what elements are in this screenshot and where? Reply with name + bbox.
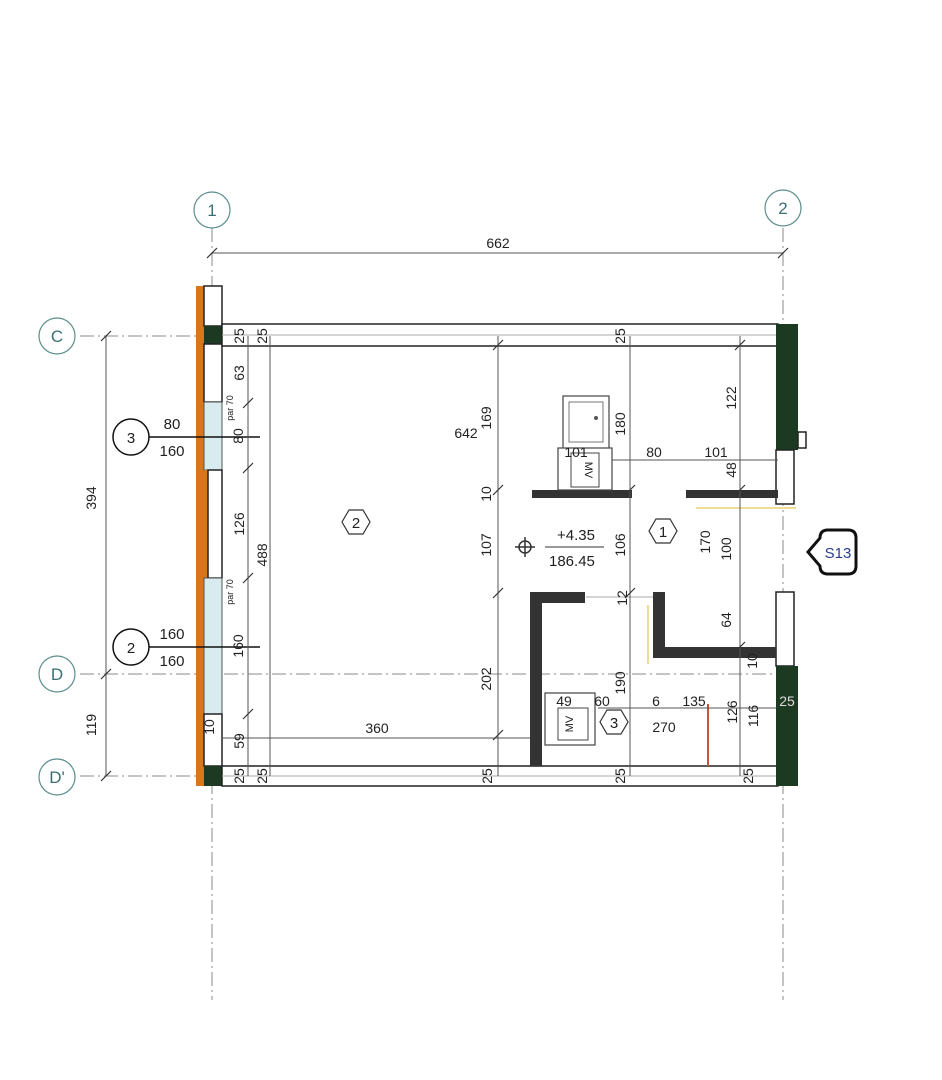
svg-text:25: 25 <box>254 768 270 784</box>
svg-text:126: 126 <box>724 700 740 724</box>
svg-text:25: 25 <box>740 768 756 784</box>
svg-text:202: 202 <box>478 667 494 691</box>
svg-text:D': D' <box>49 768 65 787</box>
svg-text:25: 25 <box>479 768 495 784</box>
svg-text:160: 160 <box>159 653 184 670</box>
svg-text:360: 360 <box>365 720 389 736</box>
grid-bubble-2: 2 <box>764 189 802 227</box>
room-tag-2: 2 <box>341 509 371 535</box>
section-marker-label: S13 <box>825 545 852 562</box>
svg-text:12: 12 <box>614 590 630 606</box>
svg-text:126: 126 <box>231 512 247 536</box>
overall-height-label: 394 <box>83 486 99 510</box>
svg-text:25: 25 <box>231 768 247 784</box>
elevation-absolute: 186.45 <box>549 553 595 570</box>
window-tag-2: 2 160 160 160 par 70 <box>112 579 260 670</box>
bottom-wall <box>221 765 779 787</box>
svg-text:100: 100 <box>718 537 734 561</box>
svg-text:par 70: par 70 <box>225 579 235 605</box>
lower-height-label: 119 <box>83 714 99 737</box>
svg-text:2: 2 <box>778 199 787 218</box>
svg-text:160: 160 <box>230 634 246 658</box>
svg-text:64: 64 <box>718 612 734 628</box>
svg-text:1: 1 <box>659 524 667 541</box>
svg-text:25: 25 <box>231 328 247 344</box>
elevation-marker: +4.35 186.45 <box>515 527 604 570</box>
interior-dimension-lines <box>222 336 778 776</box>
svg-text:116: 116 <box>745 705 761 728</box>
svg-text:101: 101 <box>704 444 728 460</box>
svg-text:C: C <box>51 327 63 346</box>
mv-label-2: MV <box>564 715 576 732</box>
svg-text:180: 180 <box>612 412 628 436</box>
svg-text:190: 190 <box>612 671 628 695</box>
svg-text:2: 2 <box>127 640 135 657</box>
right-facade <box>696 324 807 786</box>
svg-text:60: 60 <box>594 693 610 709</box>
room-tag-3: 3 <box>599 709 629 735</box>
sink-fixture <box>562 395 610 451</box>
overall-height-dimension: 394 119 <box>83 330 112 782</box>
svg-text:10: 10 <box>201 719 217 735</box>
svg-text:3: 3 <box>127 430 135 447</box>
svg-text:63: 63 <box>231 365 247 381</box>
overall-width-label: 662 <box>486 235 510 251</box>
svg-text:25: 25 <box>612 768 628 784</box>
grid-bubble-1: 1 <box>193 191 231 229</box>
svg-text:2: 2 <box>352 515 360 532</box>
svg-text:25: 25 <box>779 693 795 709</box>
dimension-labels: 25 25 25 63 126 59 10 488 25 25 25 25 25… <box>201 328 795 784</box>
svg-text:48: 48 <box>723 462 739 478</box>
left-facade <box>196 285 223 786</box>
svg-text:642: 642 <box>454 425 478 441</box>
svg-text:101: 101 <box>564 444 588 460</box>
svg-text:1: 1 <box>207 201 216 220</box>
section-marker: S13 <box>806 528 858 576</box>
svg-text:3: 3 <box>610 715 618 732</box>
svg-text:25: 25 <box>612 328 628 344</box>
elevation-level: +4.35 <box>557 527 595 544</box>
grid-bubble-c: C <box>38 317 76 355</box>
overall-width-dimension: 662 <box>206 235 789 259</box>
svg-text:par 70: par 70 <box>225 395 235 421</box>
mv-label-1: MV <box>582 462 594 479</box>
svg-text:106: 106 <box>612 533 628 557</box>
svg-text:270: 270 <box>652 719 676 735</box>
svg-text:135: 135 <box>682 693 706 709</box>
svg-text:80: 80 <box>164 416 181 433</box>
svg-text:D: D <box>51 665 63 684</box>
room-tag-1: 1 <box>648 518 678 544</box>
svg-text:10: 10 <box>478 486 494 502</box>
svg-text:160: 160 <box>159 443 184 460</box>
svg-text:49: 49 <box>556 693 572 709</box>
dishwasher-fixture: MV <box>557 447 613 491</box>
svg-text:169: 169 <box>478 406 494 430</box>
grid-bubble-d: D <box>38 655 76 693</box>
svg-text:488: 488 <box>254 543 270 567</box>
grid-bubble-d-prime: D' <box>38 758 76 796</box>
svg-text:80: 80 <box>646 444 662 460</box>
svg-text:59: 59 <box>231 733 247 749</box>
svg-text:170: 170 <box>697 530 713 554</box>
svg-text:10: 10 <box>744 653 760 669</box>
washing-machine-fixture: MV <box>544 692 596 746</box>
svg-text:122: 122 <box>723 386 739 410</box>
interior-partitions <box>530 490 778 766</box>
svg-text:6: 6 <box>652 693 660 709</box>
window-tag-3: 3 80 160 80 par 70 <box>112 395 260 460</box>
svg-text:160: 160 <box>159 626 184 643</box>
svg-text:80: 80 <box>230 428 246 444</box>
svg-text:25: 25 <box>254 328 270 344</box>
svg-text:107: 107 <box>478 533 494 557</box>
